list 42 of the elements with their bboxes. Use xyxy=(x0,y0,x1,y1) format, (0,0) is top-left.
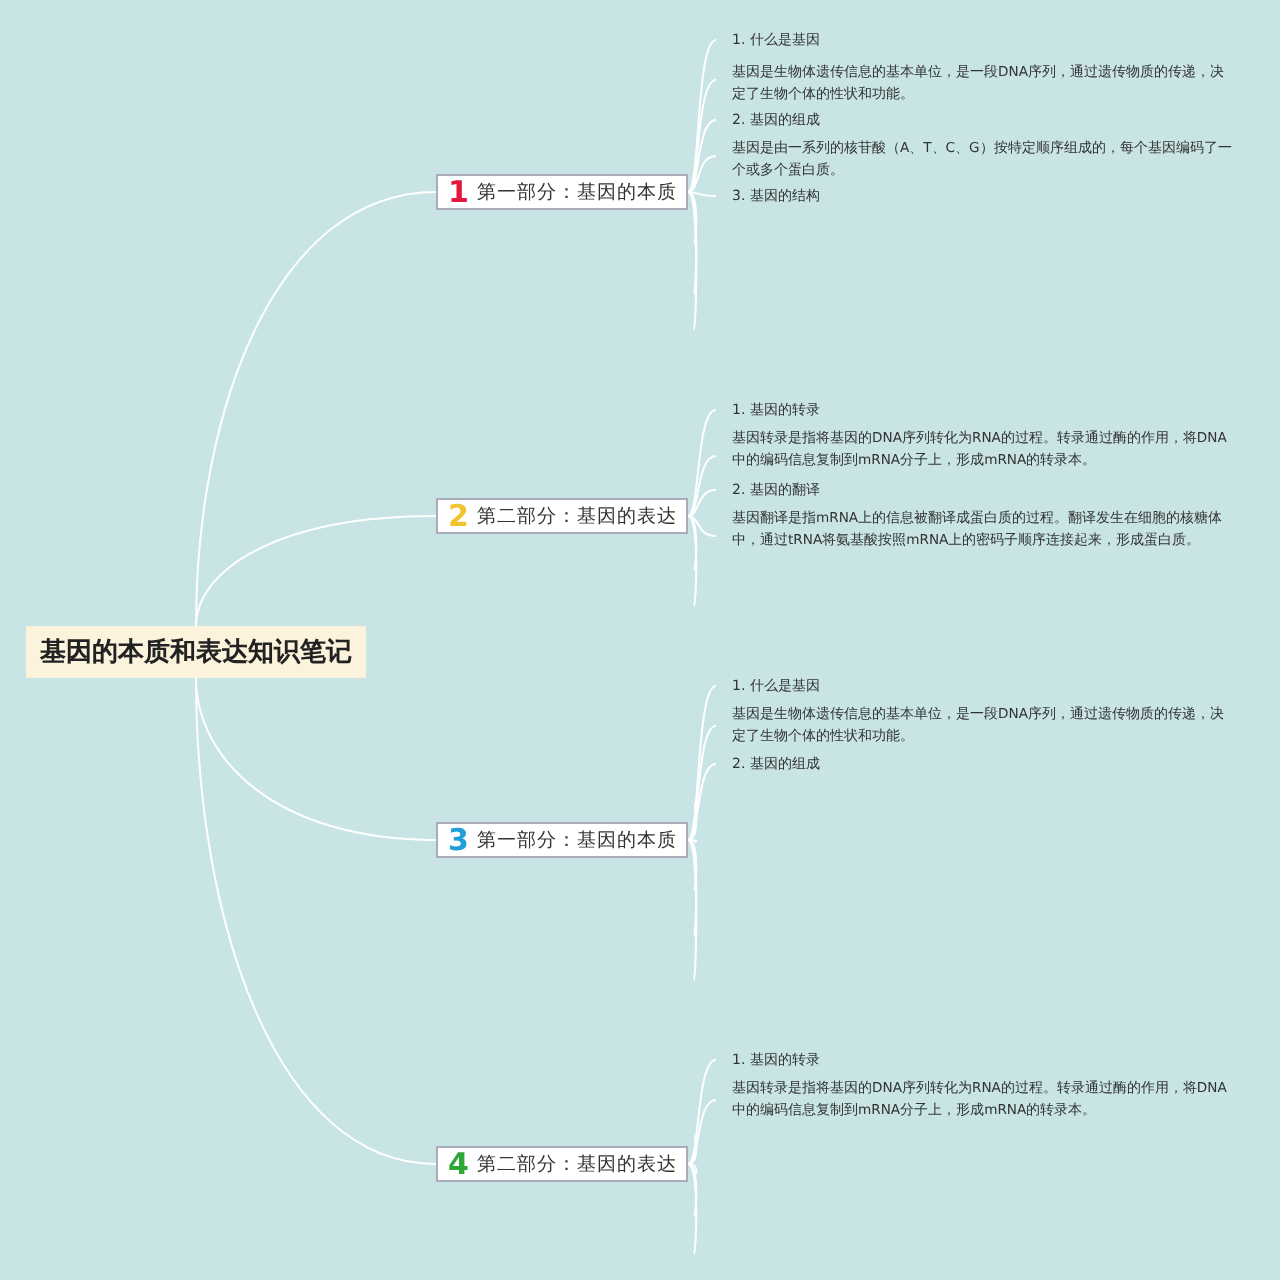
branch-line xyxy=(687,191,698,245)
branch-line xyxy=(687,455,717,517)
topic-label: 第二部分：基因的表达 xyxy=(476,503,677,529)
branch-line xyxy=(687,839,698,937)
branch-line xyxy=(687,725,717,841)
branch-line xyxy=(687,191,698,295)
branch-line xyxy=(687,119,717,193)
branch-line xyxy=(687,839,698,981)
topic-label: 第二部分：基因的表达 xyxy=(476,1151,677,1177)
branch-line xyxy=(687,191,698,331)
branch-line xyxy=(687,1163,698,1255)
branch-line xyxy=(687,1135,698,1165)
branch-line xyxy=(687,409,717,517)
topic-number: 1 xyxy=(448,176,469,208)
topic-box xyxy=(436,498,689,534)
branch-line xyxy=(687,685,717,841)
branch-line xyxy=(687,155,717,193)
branch-line xyxy=(687,79,717,193)
topic-box xyxy=(436,1146,689,1182)
branch-line xyxy=(687,191,717,197)
branch-line xyxy=(687,39,717,193)
branch-line xyxy=(687,1163,698,1177)
topic-number: 4 xyxy=(448,1148,469,1180)
topic-box xyxy=(436,174,689,210)
topic-label: 第一部分：基因的本质 xyxy=(476,179,677,205)
branch-line xyxy=(687,803,698,841)
branch-line xyxy=(687,515,717,537)
branch-line xyxy=(687,489,717,517)
branch-line xyxy=(687,1059,717,1165)
branch-line xyxy=(687,515,698,571)
topic-label: 第一部分：基因的本质 xyxy=(476,827,677,853)
branch-line xyxy=(195,677,437,1165)
branch-line xyxy=(195,515,437,627)
topic-box xyxy=(436,822,689,858)
branch-line xyxy=(687,763,717,841)
root-box: 基因的本质和表达知识笔记 xyxy=(26,626,366,678)
branch-line xyxy=(687,1099,717,1165)
branch-line xyxy=(687,515,698,607)
topic-number: 3 xyxy=(448,824,469,856)
branch-line xyxy=(687,1163,698,1217)
branch-line xyxy=(687,839,698,891)
topic-number: 2 xyxy=(448,500,469,532)
